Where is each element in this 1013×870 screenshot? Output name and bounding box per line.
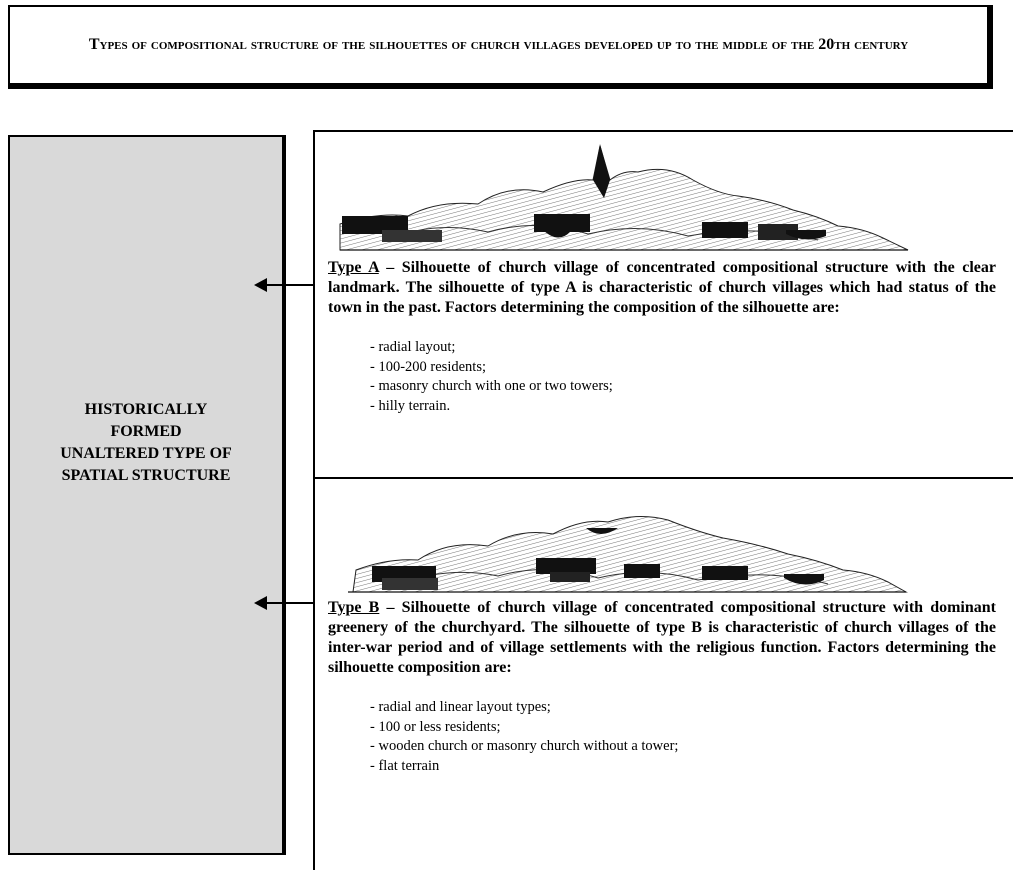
title-number: 20 <box>818 36 835 53</box>
category-line: FORMED <box>110 423 182 440</box>
panel-divider <box>313 477 1013 479</box>
list-item: hilly terrain. <box>370 397 613 417</box>
category-line: UNALTERED TYPE OF <box>60 445 232 462</box>
category-box: HISTORICALLY FORMED UNALTERED TYPE OF SP… <box>8 135 286 855</box>
title-initial: T <box>88 36 100 53</box>
list-item: radial layout; <box>370 338 613 358</box>
category-line: SPATIAL STRUCTURE <box>61 467 231 484</box>
types-panel <box>313 130 1013 870</box>
list-item: radial and linear layout types; <box>370 698 678 718</box>
list-item: wooden church or masonry church without … <box>370 737 678 757</box>
type-b-label: Type B <box>328 599 380 616</box>
type-a-label: Type A <box>328 259 379 276</box>
village-silhouette-with-spire-icon <box>339 144 909 251</box>
list-item: masonry church with one or two towers; <box>370 377 612 397</box>
category-label: HISTORICALLY FORMED UNALTERED TYPE OF SP… <box>10 399 282 487</box>
arrow-left-icon <box>254 278 267 292</box>
category-line: HISTORICALLY <box>84 401 208 418</box>
type-a-description: Type A – Silhouette of church village of… <box>328 258 996 318</box>
type-a-text: – Silhouette of church village of concen… <box>328 259 996 316</box>
diagram-title: Types of compositional structure of the … <box>8 5 993 89</box>
list-item: flat terrain <box>370 757 678 777</box>
list-item: 100 or less residents; <box>370 718 678 738</box>
arrow-to-type-a <box>254 278 313 292</box>
list-item: 100-200 residents; <box>370 358 613 378</box>
village-silhouette-without-spire-icon <box>348 516 908 593</box>
type-b-text: – Silhouette of church village of concen… <box>328 599 997 676</box>
title-text-1: ypes of compositional structure of the s… <box>99 36 819 53</box>
arrow-left-icon <box>254 596 267 610</box>
type-b-factors: radial and linear layout types; 100 or l… <box>370 698 678 776</box>
arrow-to-type-b <box>254 596 313 610</box>
type-a-factors: radial layout; 100-200 residents; masonr… <box>370 338 613 417</box>
type-b-description: Type B – Silhouette of church village of… <box>328 598 996 678</box>
title-text-2: th century <box>834 36 909 53</box>
